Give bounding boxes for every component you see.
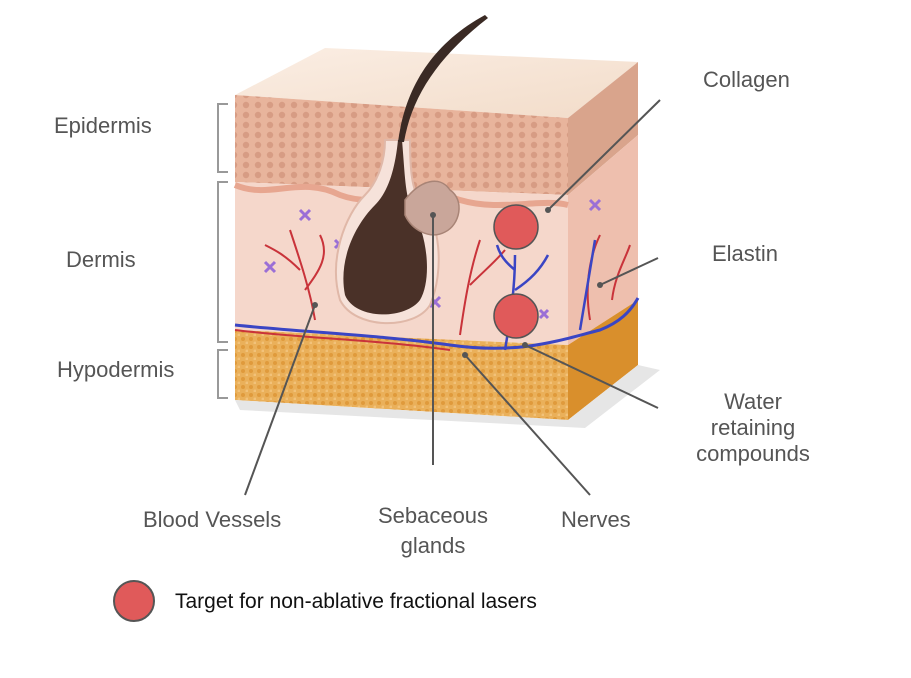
legend-text: Target for non-ablative fractional laser… [175,590,537,613]
leader-lines [244,99,661,496]
label-elastin: Elastin [712,241,779,266]
label-collagen: Collagen [703,67,790,92]
label-dermis: Dermis [66,247,136,272]
laser-target-upper [493,204,539,250]
hypodermis-layer [235,330,568,420]
nerve-line [234,297,640,350]
label-epidermis: Epidermis [54,113,152,138]
label-water-line1: Water [724,389,782,414]
epidermis-side [568,62,638,195]
label-hypodermis: Hypodermis [57,357,175,382]
label-sebaceous-line1: Sebaceous [377,503,489,528]
label-sebaceous-line2: glands [400,533,466,558]
label-sebaceous-glands: Sebaceous glands [365,503,501,559]
label-water-retaining-compounds: Water retaining compounds [683,389,823,467]
hair-bulb [343,140,427,315]
label-water-line3: compounds [696,441,810,466]
sebaceous-gland [404,180,460,236]
label-blood-vessels: Blood Vessels [143,507,282,532]
legend-target-dot [113,580,155,622]
skin-top-surface [235,48,638,118]
laser-target-lower [493,293,539,339]
hypodermis-side [568,300,638,420]
label-water-line2: retaining [710,415,796,440]
layer-brackets [217,103,228,399]
label-nerves: Nerves [561,507,631,532]
